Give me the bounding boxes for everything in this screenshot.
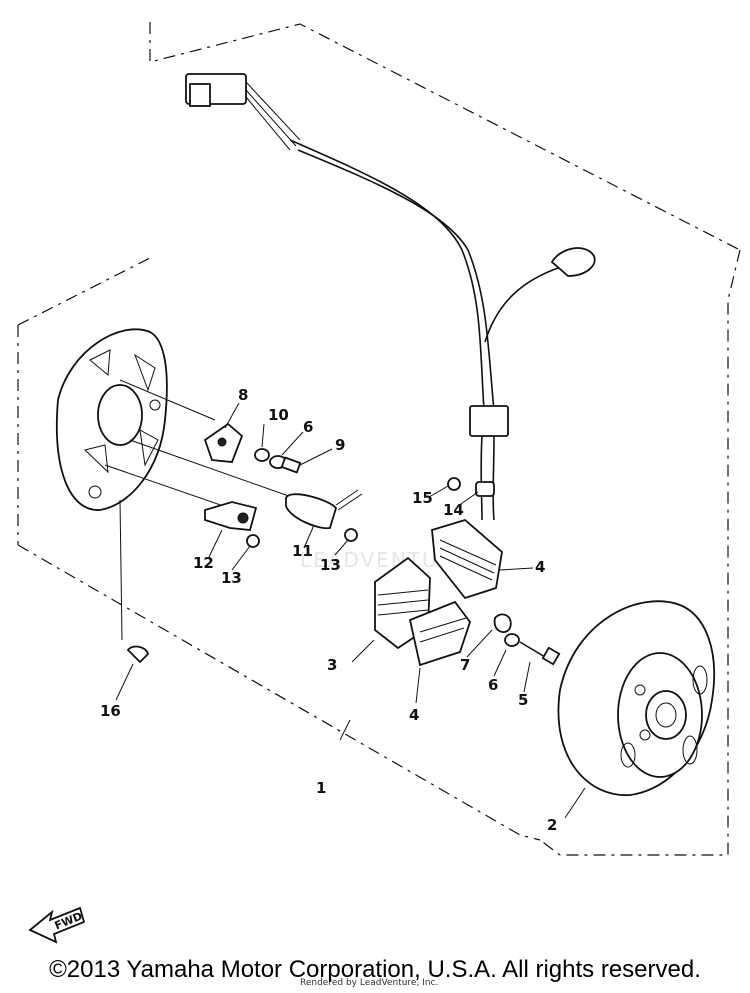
callouts: 1 2 3 4 4 5 6 6 7 8 9 10 11 12 13 13 14 … xyxy=(100,386,557,834)
callout-13a: 13 xyxy=(221,569,242,587)
callout-6b: 6 xyxy=(488,676,498,694)
callout-4a: 4 xyxy=(535,558,545,576)
callout-3: 3 xyxy=(327,656,337,674)
rendered-by-text: Rendered by LeadVenture, Inc. xyxy=(300,978,439,988)
base-plate xyxy=(55,328,301,641)
clamp xyxy=(475,481,495,497)
assembly-boundary xyxy=(17,22,741,856)
coil-main xyxy=(374,556,472,667)
leader-lines xyxy=(115,402,586,819)
bracket xyxy=(204,501,258,531)
fwd-arrow-icon: FWD xyxy=(28,906,86,944)
coil-upper xyxy=(431,518,503,600)
callout-10: 10 xyxy=(268,406,289,424)
callout-9: 9 xyxy=(335,436,345,454)
callout-15: 15 xyxy=(412,489,433,507)
callout-14: 14 xyxy=(443,501,464,519)
callout-1: 1 xyxy=(316,779,326,797)
callout-4b: 4 xyxy=(409,706,419,724)
contact-breaker xyxy=(203,422,244,463)
small-screws xyxy=(126,477,461,664)
bolt-and-washers xyxy=(493,613,561,666)
callout-7: 7 xyxy=(460,656,470,674)
callout-11: 11 xyxy=(292,542,313,560)
condenser xyxy=(285,489,363,530)
callout-16: 16 xyxy=(100,702,121,720)
copyright-text: ©2013 Yamaha Motor Corporation, U.S.A. A… xyxy=(49,956,701,983)
callout-13b: 13 xyxy=(320,556,341,574)
wire-harness xyxy=(185,73,596,521)
callout-8: 8 xyxy=(238,386,248,404)
callout-5: 5 xyxy=(518,691,528,709)
callout-2: 2 xyxy=(547,816,557,834)
flywheel-rotor xyxy=(557,600,716,796)
callout-12: 12 xyxy=(193,554,214,572)
callout-6a: 6 xyxy=(303,418,313,436)
washer-and-screw xyxy=(254,448,302,474)
